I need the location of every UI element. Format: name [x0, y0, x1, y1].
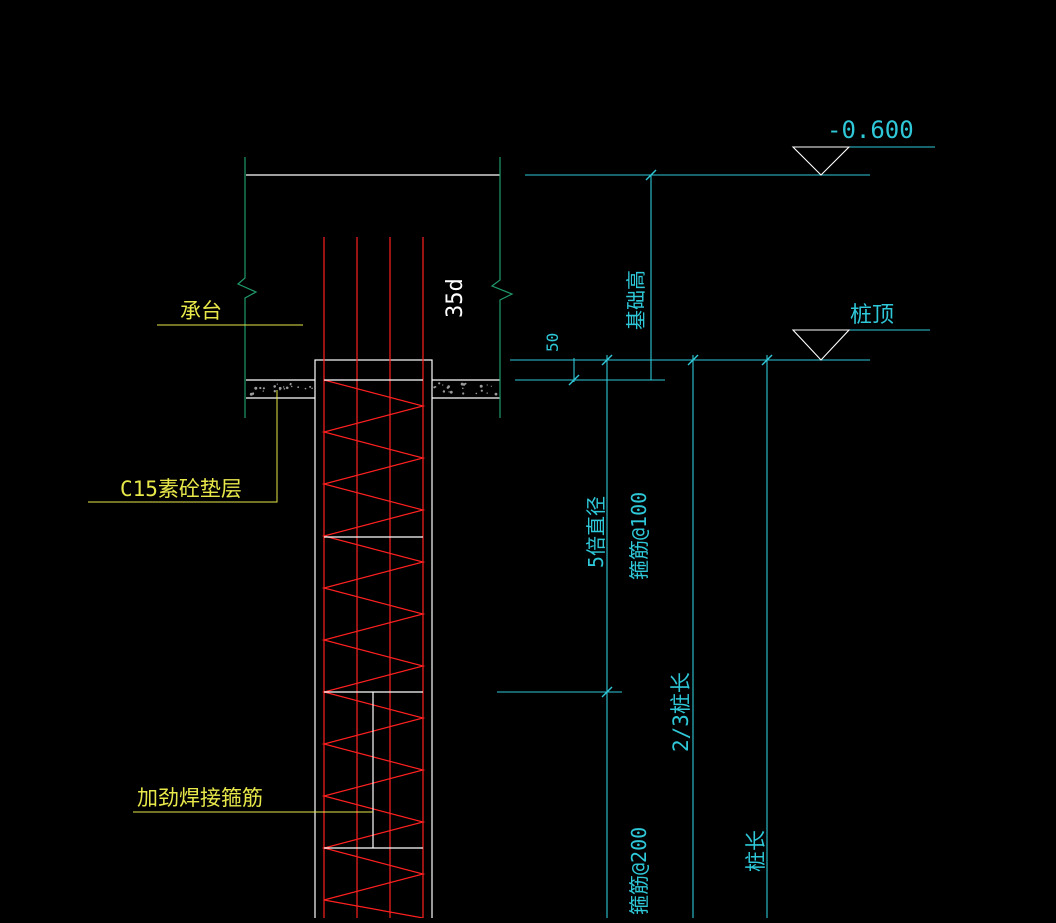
- hatch-dot: [433, 386, 436, 389]
- hatch-dot: [490, 385, 492, 387]
- zigzag-break-icon: [236, 157, 258, 418]
- hatch-dot: [448, 391, 450, 393]
- hatch-dot: [486, 384, 488, 386]
- hatch-dot: [283, 388, 286, 390]
- two-thirds-pile-length-label: 2/3桩长: [669, 672, 693, 752]
- hatch-dot: [442, 390, 446, 393]
- hatch-dot: [278, 386, 282, 390]
- hatch-dot: [273, 385, 277, 388]
- stirrup-200-label: 箍筋@200: [627, 827, 651, 915]
- cap-label: 承台: [180, 299, 222, 323]
- hatch-dot: [262, 387, 265, 390]
- hatch-dot: [438, 382, 441, 385]
- hatch-dot: [462, 387, 464, 390]
- hatch-dot: [475, 392, 478, 395]
- triangle-down-icon: [791, 329, 851, 361]
- pile-length-label: 桩长: [744, 830, 768, 872]
- hatch-dot: [249, 392, 253, 396]
- hatch-dot: [447, 385, 451, 388]
- stirrup-100-label: 箍筋@100: [627, 492, 651, 580]
- hatch-dot: [486, 392, 488, 394]
- anchor-length-label: 35d: [443, 278, 468, 318]
- stiffener-rings: [324, 379, 423, 849]
- hatch-dot: [462, 392, 465, 395]
- hatch-dot: [273, 390, 276, 393]
- five-diameter-label: 5倍直径: [584, 496, 608, 568]
- hatch-dot: [480, 389, 483, 392]
- dimension-ticks: [568, 169, 773, 698]
- hatch-dot: [442, 384, 444, 386]
- hatch-dot: [309, 385, 312, 388]
- hatch-dot: [494, 392, 498, 396]
- hatch-dot: [254, 386, 258, 390]
- hatch-dot: [449, 390, 453, 394]
- hatch-dot: [479, 384, 483, 388]
- cushion-leader: [88, 390, 278, 503]
- foundation-height-label: 基础高: [624, 270, 648, 330]
- dimension-lines: [497, 146, 935, 918]
- dim-50-label: 50: [543, 333, 562, 352]
- triangle-down-icon: [791, 146, 851, 176]
- elevation-label: -0.600: [827, 116, 914, 144]
- cushion-hatch: [249, 382, 498, 396]
- longitudinal-rebars: [323, 237, 424, 920]
- hatch-dot: [290, 385, 293, 388]
- hatch-dot: [289, 383, 292, 386]
- hatch-dot: [464, 382, 467, 385]
- zigzag-break-icon: [490, 157, 514, 418]
- cushion-layer: [246, 379, 500, 399]
- hatch-dot: [282, 386, 285, 388]
- stiffener-label: 加劲焊接箍筋: [137, 786, 263, 810]
- hatch-dot: [297, 386, 300, 389]
- hatch-dot: [311, 387, 313, 390]
- hatch-dot: [304, 387, 307, 390]
- hatch-dot: [276, 383, 278, 385]
- hatch-dot: [259, 386, 262, 390]
- cushion-label: C15素砼垫层: [120, 477, 242, 501]
- hatch-dot: [262, 390, 264, 392]
- pile-top-label: 桩顶: [850, 303, 894, 328]
- cap-side-lines: [236, 157, 514, 418]
- hatch-dot: [285, 386, 289, 390]
- hatch-dot: [252, 393, 254, 395]
